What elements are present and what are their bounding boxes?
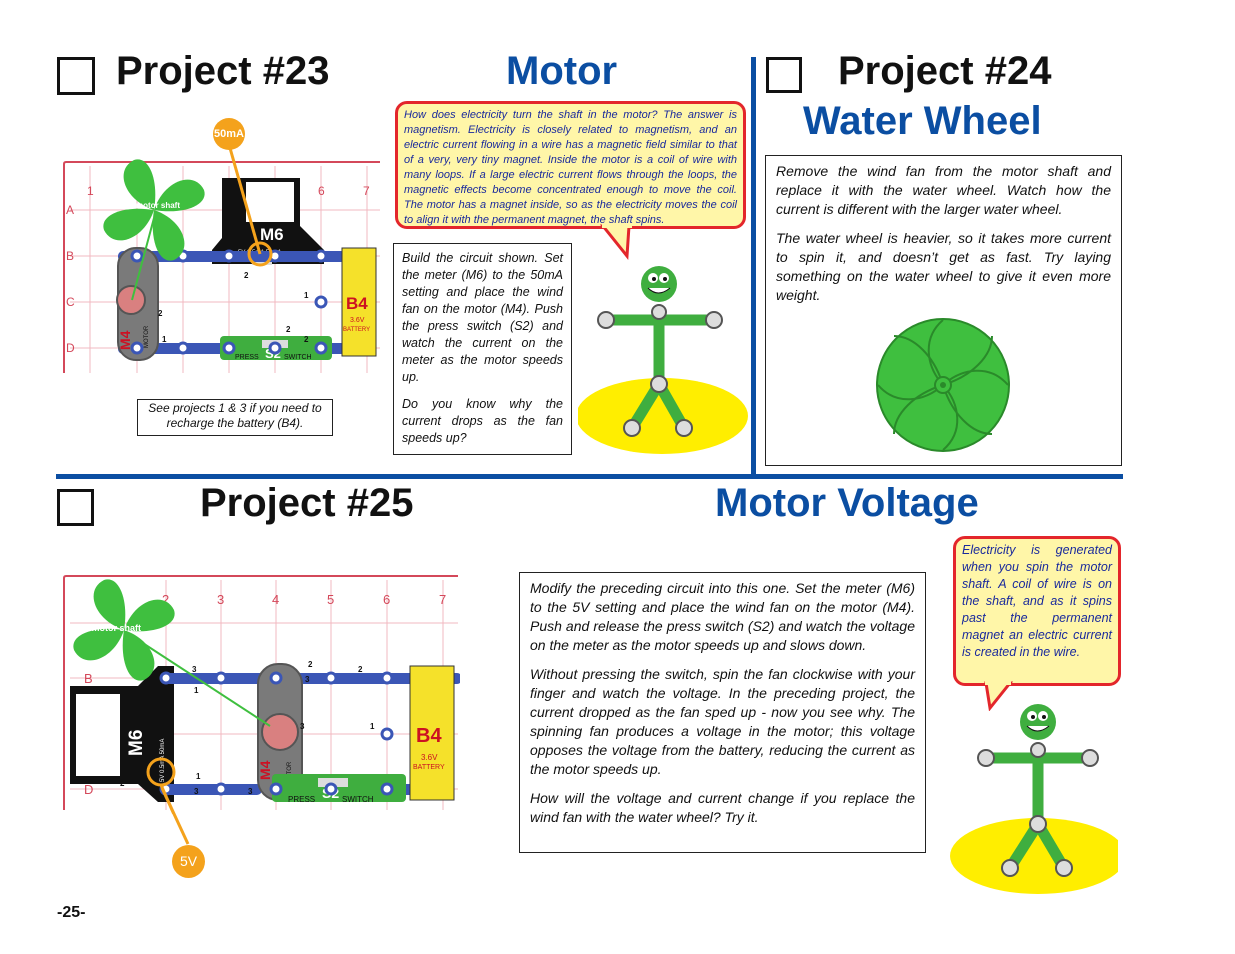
snappy-character-icon-25 <box>950 704 1118 894</box>
col-label-3: 3 <box>217 592 224 607</box>
project-23-circuit-diagram: 1 2 3 4 5 6 7 A B C D M6 5V 0.5mA 50mA M… <box>63 147 380 373</box>
project-23-checkbox[interactable] <box>57 57 95 95</box>
col-label-6: 6 <box>318 184 325 198</box>
meter-callout-50ma-text: 50mA <box>214 128 244 140</box>
battery-label: B4 <box>416 725 442 747</box>
motor-label: M4 <box>257 760 273 780</box>
project-23-bubble-text: How does electricity turn the shaft in t… <box>404 109 737 226</box>
battery-sub: 3.6V <box>350 317 365 324</box>
row-label-a: A <box>66 203 74 217</box>
wire-num-7: 2 <box>304 335 309 344</box>
col-label-4: 4 <box>272 592 279 607</box>
col-label-1: 1 <box>87 184 94 198</box>
meter-callout-5v: 5V <box>172 845 205 878</box>
meter-callout-50ma: 50mA <box>213 118 245 150</box>
project-23-title: Project #23 <box>116 49 330 93</box>
switch-right-label: SWITCH <box>342 795 374 804</box>
wire-num-9: 1 <box>196 772 201 781</box>
row-label-b: B <box>84 671 93 686</box>
bubble-tail-25 <box>984 681 1014 711</box>
recharge-note-text: See projects 1 & 3 if you need to rechar… <box>148 401 322 430</box>
project-24-text-2: The water wheel is heavier, so it takes … <box>776 230 1111 303</box>
battery-sub2: BATTERY <box>413 764 445 771</box>
project-24-title: Project #24 <box>838 49 1052 93</box>
meter-callout-5v-line <box>160 787 190 845</box>
project-25-subtitle: Motor Voltage <box>715 481 979 525</box>
project-23-subtitle: Motor <box>506 49 618 93</box>
row-label-d: D <box>66 341 75 355</box>
wire-num-5: 2 <box>286 325 291 334</box>
fan-label: on motor shaft <box>78 623 141 633</box>
project-25-text-2: Without pressing the switch, spin the fa… <box>530 666 915 777</box>
meter-label: M6 <box>126 730 147 756</box>
project-25-text-1: Modify the preceding circuit into this o… <box>530 580 915 653</box>
project-23-instructions: Build the circuit shown. Set the meter (… <box>393 243 572 455</box>
project-24-text-1: Remove the wind fan from the motor shaft… <box>776 163 1111 217</box>
wire-num-6: 3 <box>300 722 305 731</box>
wire-num-5: 2 <box>358 665 363 674</box>
wind-fan-icon <box>73 579 175 681</box>
switch-left-label: PRESS <box>288 795 315 804</box>
motor-label: M4 <box>117 330 133 350</box>
wire-num-11: 3 <box>248 787 253 796</box>
wind-fan-icon <box>103 159 205 261</box>
wire-num-8: 2 <box>120 779 125 788</box>
wire-num-3: 1 <box>304 291 309 300</box>
project-24-subtitle: Water Wheel <box>803 99 1042 143</box>
col-label-6: 6 <box>383 592 390 607</box>
wire-num-7: 1 <box>370 722 375 731</box>
wire-num-3: 2 <box>308 660 313 669</box>
row-label-b: B <box>66 249 74 263</box>
row-label-d: D <box>84 782 93 797</box>
battery-label: B4 <box>346 294 368 313</box>
snappy-character-icon <box>578 266 748 454</box>
wire-num-2: 2 <box>244 271 249 280</box>
recharge-note: See projects 1 & 3 if you need to rechar… <box>137 399 333 436</box>
page-number: -25- <box>57 904 86 921</box>
wire-num-4: 3 <box>305 675 310 684</box>
vertical-divider <box>751 57 756 475</box>
project-25-bubble-text: Electricity is generated when you spin t… <box>962 543 1112 659</box>
project-24-checkbox[interactable] <box>766 57 802 93</box>
col-label-2: 2 <box>162 592 169 607</box>
fan-label: on motor shaft <box>124 201 180 210</box>
wire-num-10: 3 <box>194 787 199 796</box>
battery-sub2: BATTERY <box>343 327 370 333</box>
wire-num-1: 3 <box>192 665 197 674</box>
project-23-instructions-2: Do you know why the current drops as the… <box>402 397 563 445</box>
switch-left-label: PRESS <box>235 354 259 361</box>
project-25-speech-bubble: Electricity is generated when you spin t… <box>953 536 1121 686</box>
wire-num-4: 2 <box>158 309 163 318</box>
project-25-circuit-diagram: 2 3 4 5 6 7 B C D M6 5V 0.5mA 50mA M4 MO… <box>63 575 460 814</box>
water-wheel-icon <box>876 318 1010 452</box>
wire-num-2: 1 <box>194 686 199 695</box>
row-label-c: C <box>66 295 75 309</box>
project-23-instructions-1: Build the circuit shown. Set the meter (… <box>402 251 563 384</box>
col-label-7: 7 <box>363 184 370 198</box>
horizontal-divider <box>56 474 1123 479</box>
col-label-5: 5 <box>327 592 334 607</box>
project-25-text-3: How will the voltage and current change … <box>530 790 915 825</box>
project-25-instructions: Modify the preceding circuit into this o… <box>519 572 926 853</box>
meter-label: M6 <box>260 225 284 244</box>
col-label-7: 7 <box>439 592 446 607</box>
project-25-checkbox[interactable] <box>57 489 94 526</box>
bubble-tail <box>599 224 632 260</box>
meter-callout-5v-text: 5V <box>179 853 198 869</box>
wire-num-6: 1 <box>162 335 167 344</box>
switch-right-label: SWITCH <box>284 354 312 361</box>
project-23-speech-bubble: How does electricity turn the shaft in t… <box>395 101 746 229</box>
motor-sub: MOTOR <box>287 761 293 784</box>
project-25-title: Project #25 <box>200 481 414 525</box>
motor-sub: MOTOR <box>144 325 150 348</box>
battery-sub: 3.6V <box>421 753 438 762</box>
